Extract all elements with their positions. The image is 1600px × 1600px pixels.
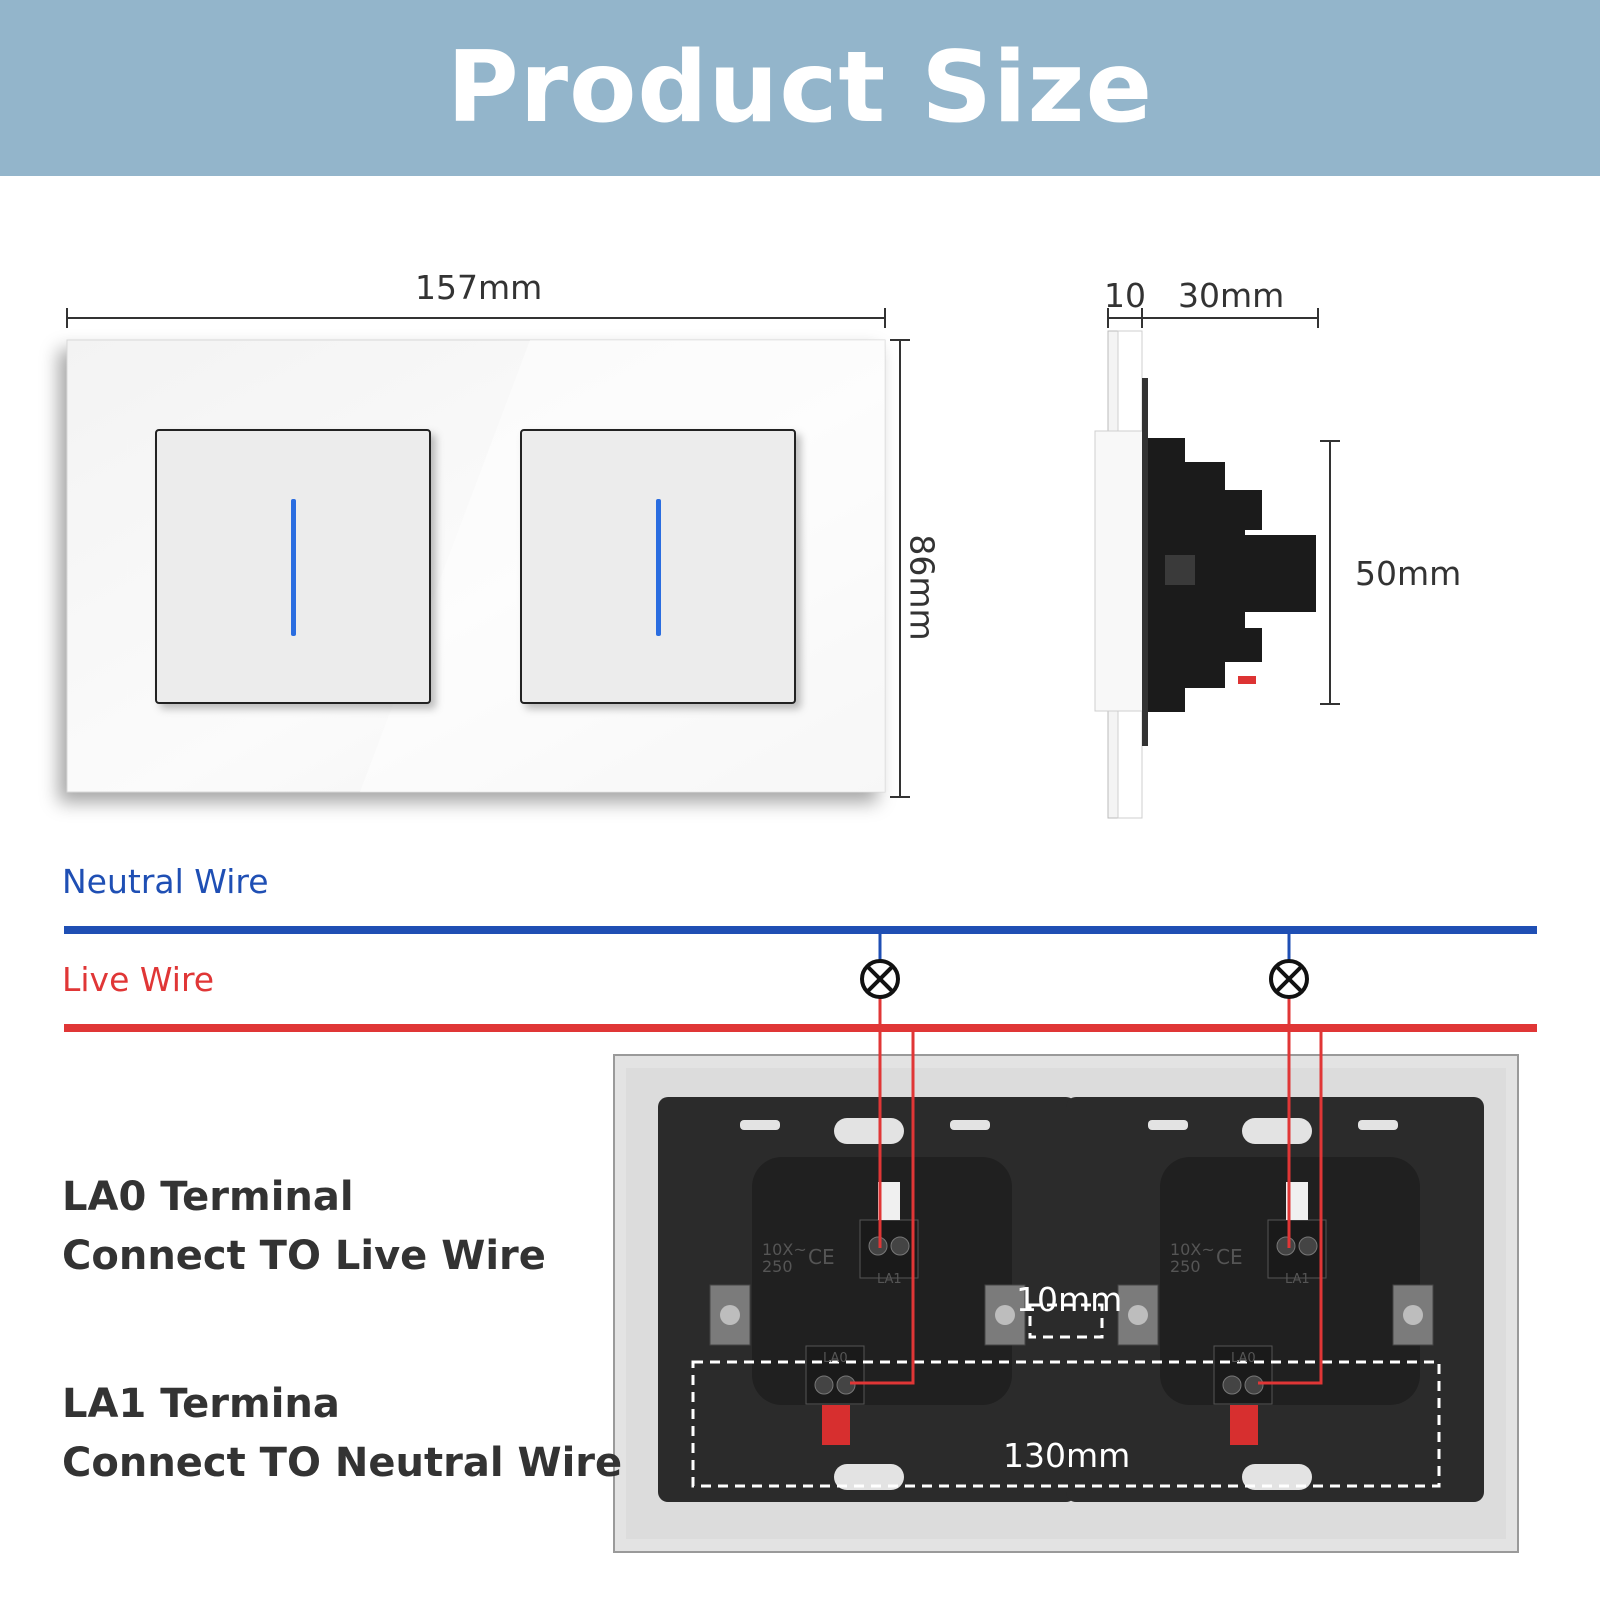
module-height-dimension [1320,440,1340,705]
ce-mark-a: CE [808,1245,835,1269]
indicator-left [291,499,296,636]
height-label: 86mm [902,534,942,641]
la1-mark-a: LA1 [877,1272,902,1287]
depth-dimension [1107,308,1319,328]
la0-mark-a: LA0 [823,1351,848,1366]
la0-desc: Connect TO Live Wire [62,1233,546,1279]
front-panel [66,339,886,793]
side-view [1094,330,1316,819]
live-wire-label: Live Wire [62,960,215,999]
thickness-label: 10 [1104,276,1146,315]
lamp-icon-right [1269,959,1309,999]
title-banner: Product Size [0,0,1600,176]
depth-label: 30mm [1178,276,1285,315]
la0-mark-b: LA0 [1231,1351,1256,1366]
box-spacing-label: 130mm [1003,1436,1131,1475]
width-dimension [66,308,886,328]
ce-mark-b: CE [1216,1245,1243,1269]
back-plate [613,1054,1519,1553]
neutral-wire-label: Neutral Wire [62,862,269,901]
rating-a: 10X~ [762,1240,807,1259]
module-height-label: 50mm [1355,554,1462,593]
la1-note: LA1 Termina Connect TO Neutral Wire [62,1375,622,1493]
height-dimension [890,339,910,798]
wiring [64,926,1537,1385]
la0-note: LA0 Terminal Connect TO Live Wire [62,1168,546,1286]
la1-title: LA1 Termina [62,1381,340,1427]
page-title: Product Size [446,31,1154,145]
box-gap-label: 10mm [1016,1280,1123,1319]
rating-b: 10X~ [1170,1240,1215,1259]
width-label: 157mm [415,268,543,307]
la1-desc: Connect TO Neutral Wire [62,1440,623,1486]
rating-a2: 250 [762,1257,793,1276]
lamp-icon-left [860,959,900,999]
rating-b2: 250 [1170,1257,1201,1276]
indicator-right [656,499,661,636]
la0-title: LA0 Terminal [62,1174,354,1220]
la1-mark-b: LA1 [1285,1272,1310,1287]
